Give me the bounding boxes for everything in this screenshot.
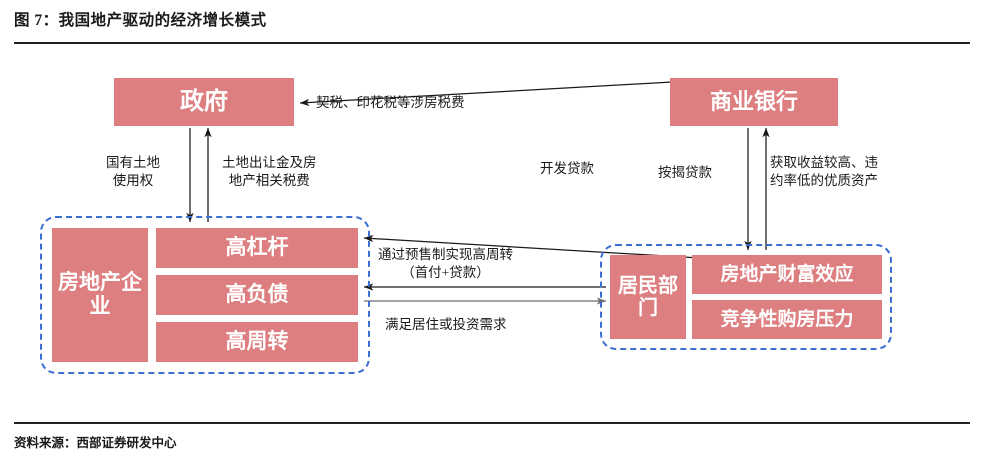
edge-label-quality-asset-line1: 获取收益较高、违 (770, 155, 878, 170)
footer-divider (14, 422, 970, 424)
node-developer-attr-high-leverage[interactable]: 高杠杆 (156, 228, 358, 268)
diagram-arrows (186, 81, 770, 305)
node-developer[interactable]: 房地产企业 (52, 228, 148, 362)
edge-label-quality-asset-line2: 约率低的优质资产 (770, 173, 878, 189)
edge-label-land-fee-tax-line1: 土地出让金及房 (222, 155, 317, 170)
node-resident-attr-wealth-effect[interactable]: 房地产财富效应 (692, 255, 882, 294)
arrow-tax-to-government (299, 81, 673, 107)
edge-label-housing-demand: 满足居住或投资需求 (385, 317, 507, 332)
edge-label-development-loan: 开发贷款 (540, 161, 594, 176)
edge-label-tax-to-government: 契税、印花税等涉房税费 (316, 95, 465, 110)
source-note: 资料来源：西部证券研发中心 (14, 436, 177, 450)
node-resident-sector[interactable]: 居民部门 (610, 255, 686, 339)
edge-label-quality-asset: 获取收益较高、违 约率低的优质资产 (770, 154, 878, 190)
developer-group-outline (40, 216, 370, 374)
edge-label-presale-turnover-line1: 通过预售制实现高周转 (378, 247, 513, 262)
edge-label-land-use-right-line2: 使用权 (112, 173, 154, 189)
edge-label-land-fee-tax-line2: 地产相关税费 (228, 173, 310, 189)
node-resident-attr-buying-pressure[interactable]: 竞争性购房压力 (692, 300, 882, 339)
node-developer-attr-high-debt[interactable]: 高负债 (156, 275, 358, 315)
edge-label-mortgage-loan: 按揭贷款 (658, 165, 712, 180)
node-commercial-bank[interactable]: 商业银行 (670, 78, 838, 126)
arrow-development-loan (363, 234, 701, 259)
edge-label-land-use-right-line1: 国有土地 (106, 155, 160, 170)
edge-label-land-use-right: 国有土地 使用权 (106, 154, 160, 190)
node-government[interactable]: 政府 (114, 78, 294, 126)
diagram-canvas: 契税、印花税等涉房税费 国有土地 使用权 土地出让金及房 地产相关税费 开发贷款… (0, 46, 984, 420)
header-divider (14, 42, 970, 44)
page-title: 图 7：我国地产驱动的经济增长模式 (14, 12, 267, 29)
edge-label-presale-turnover: 通过预售制实现高周转 （首付+贷款） (378, 246, 513, 282)
edge-label-land-fee-tax: 土地出让金及房 地产相关税费 (222, 154, 317, 190)
node-developer-attr-high-turnover[interactable]: 高周转 (156, 322, 358, 362)
edge-label-presale-turnover-line2: （首付+贷款） (401, 265, 490, 281)
resident-group-outline (600, 244, 892, 350)
